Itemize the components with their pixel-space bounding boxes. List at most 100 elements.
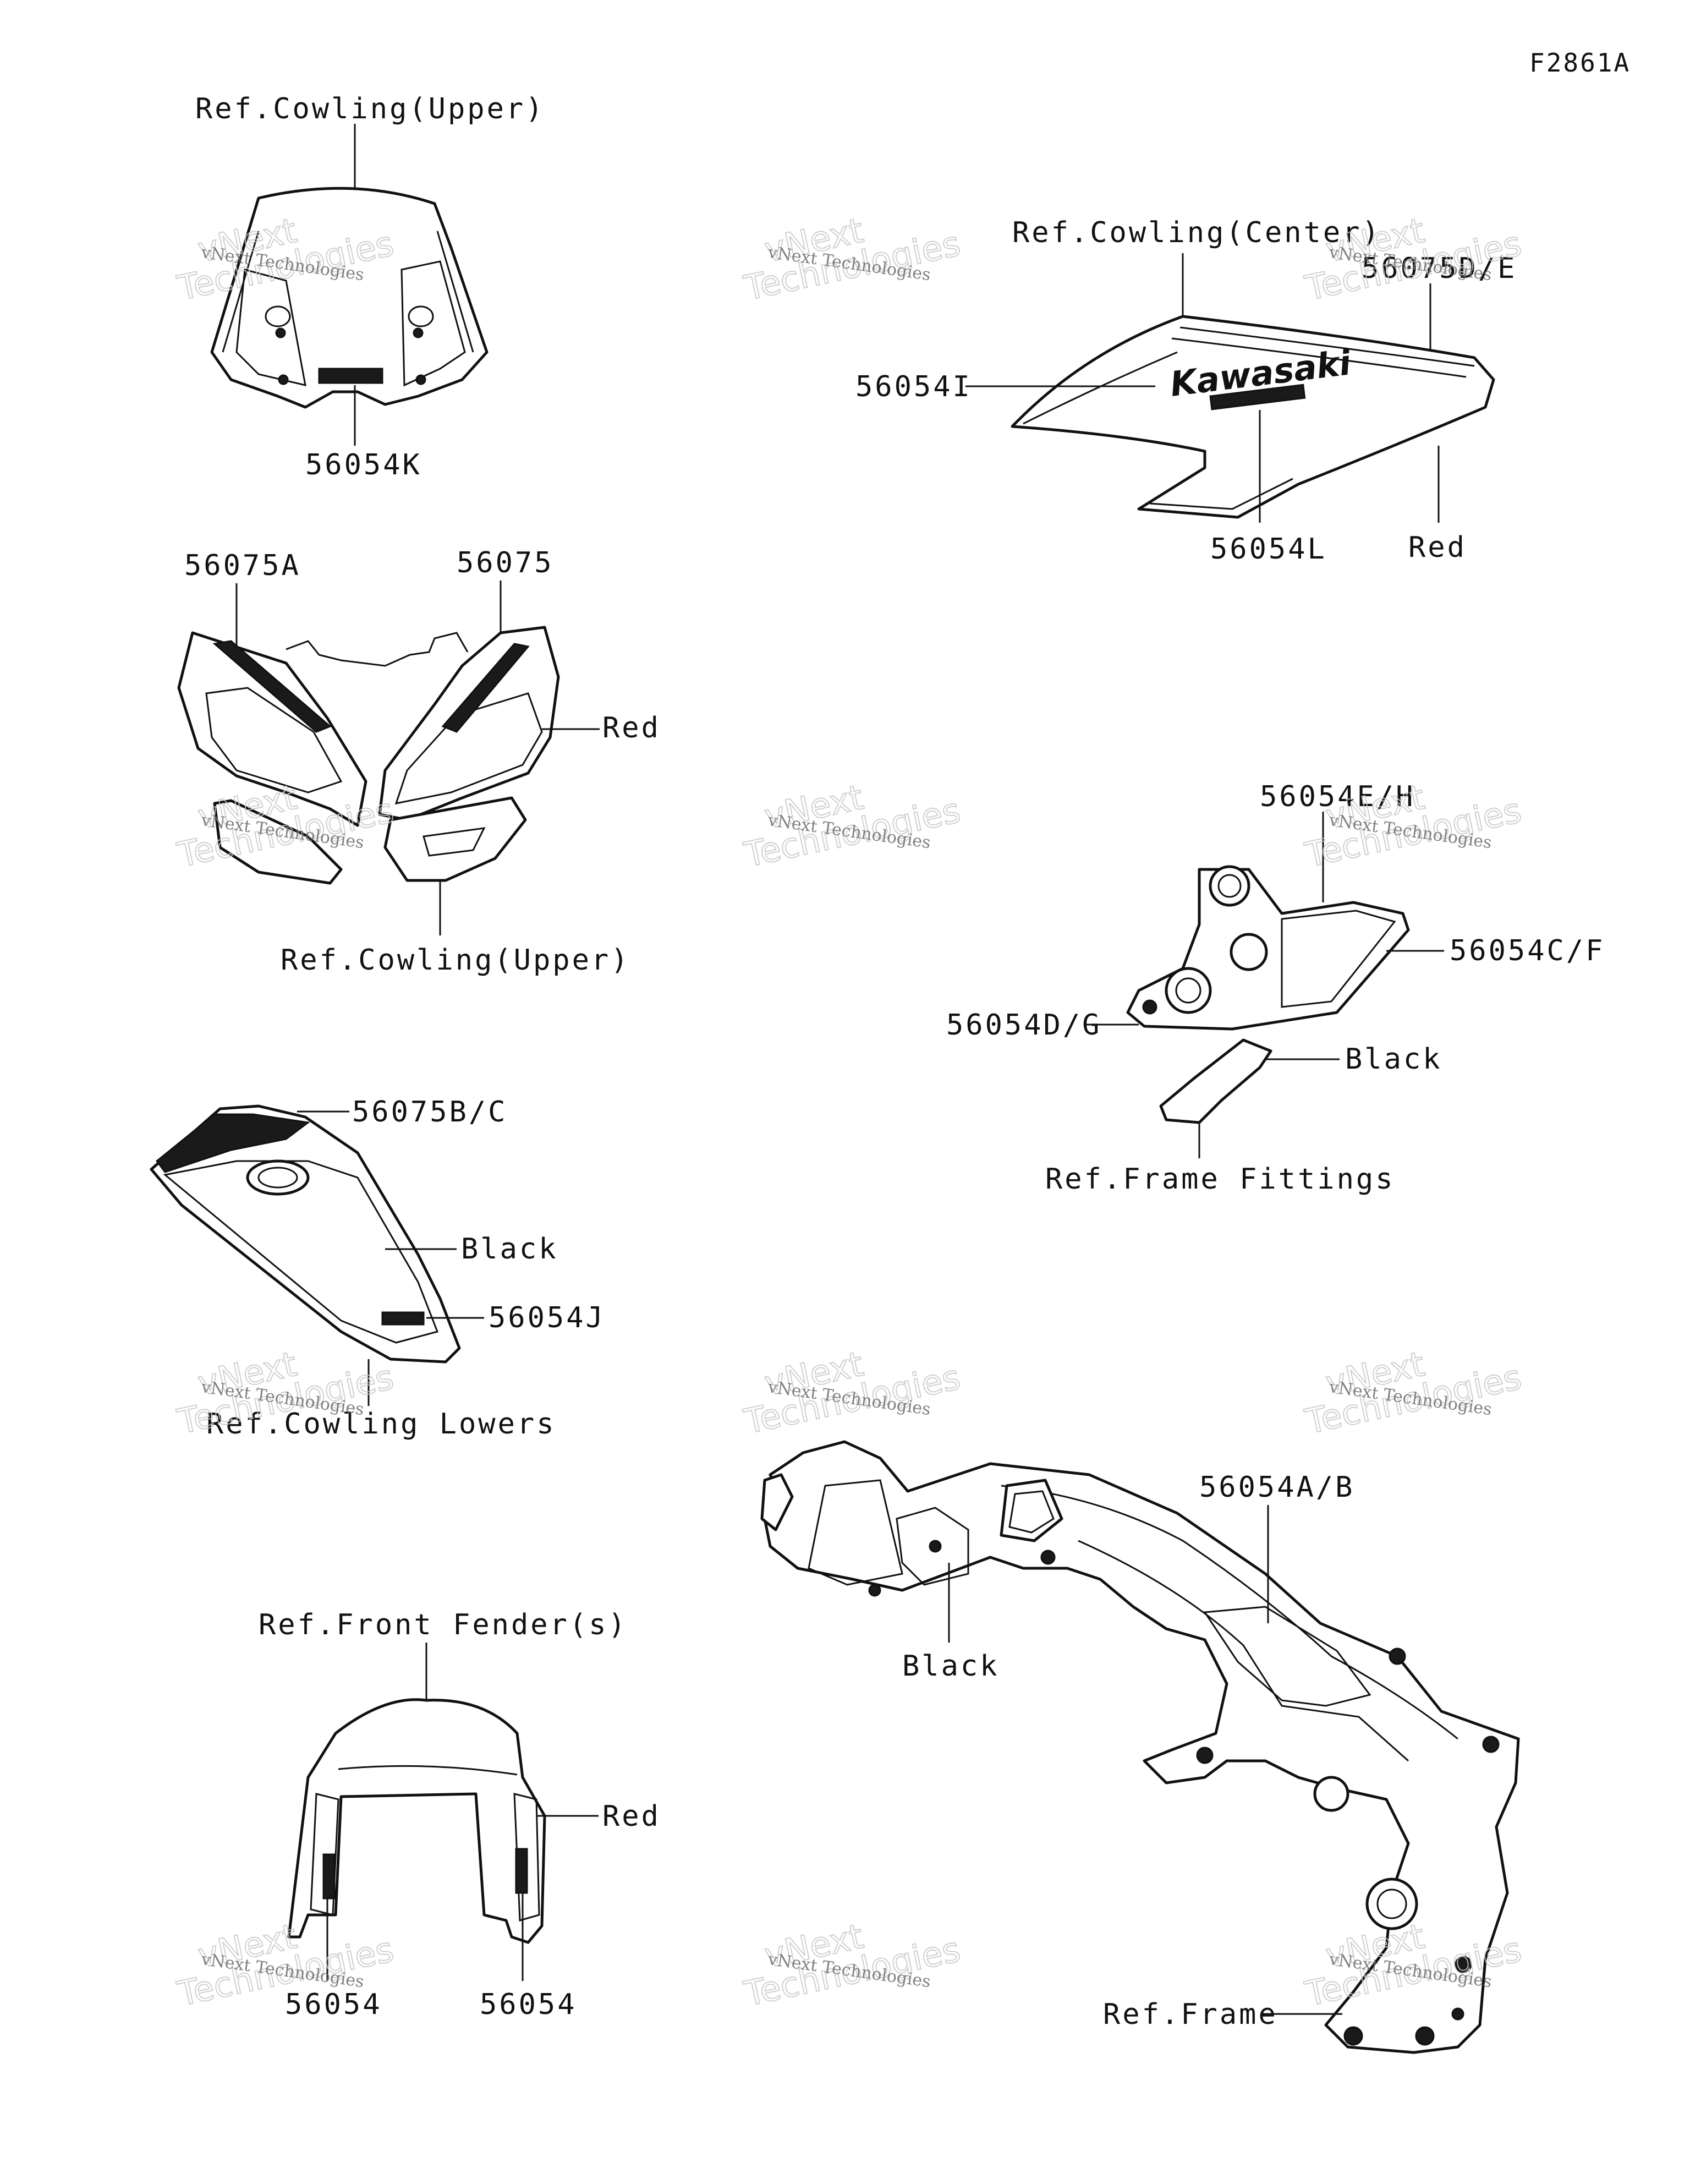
windscreen-bolt-3 bbox=[413, 327, 424, 338]
cowling-lower-inner-edge bbox=[163, 1160, 439, 1344]
label-ref-cowling-upper-bottom: Ref.Cowling(Upper) bbox=[281, 944, 630, 977]
label-ref-cowling-center: Ref.Cowling(Center) bbox=[1012, 216, 1381, 249]
watermark-5: vNext Technologies bbox=[740, 776, 964, 875]
label-ref-frame: Ref.Frame bbox=[1103, 1998, 1278, 2031]
frame-head-box bbox=[808, 1479, 903, 1586]
frame-fitting-lower-bracket bbox=[1159, 1038, 1272, 1124]
cowling-center-stripe-1 bbox=[1179, 326, 1475, 367]
frame-hole-9 bbox=[868, 1584, 881, 1597]
frame-lower-rail bbox=[1078, 1540, 1409, 1762]
watermark-11: vNext Technologies bbox=[740, 1915, 964, 2015]
label-ref-front-fenders: Ref.Front Fender(s) bbox=[259, 1608, 628, 1641]
label-ref-frame-fittings: Ref.Frame Fittings bbox=[1045, 1163, 1395, 1196]
front-fender-left-blade bbox=[310, 1793, 339, 1916]
cowling-center-lower-edge bbox=[1149, 478, 1293, 510]
label-56054-right: 56054 bbox=[480, 1988, 577, 2021]
upper-cowl-right-shell bbox=[378, 626, 560, 822]
label-56054E-H: 56054E/H bbox=[1260, 780, 1415, 813]
front-fender-part bbox=[287, 1698, 546, 1944]
label-black-frame: Black bbox=[902, 1650, 1000, 1683]
decal-56054A-B bbox=[1203, 1606, 1371, 1707]
cowling-lower-part bbox=[150, 1104, 461, 1364]
frame-tab-left bbox=[760, 1473, 794, 1531]
label-56054L: 56054L bbox=[1210, 533, 1327, 566]
label-56075: 56075 bbox=[457, 546, 554, 579]
fitting-hole-1-inner bbox=[1217, 874, 1242, 898]
windscreen-inner-right bbox=[400, 260, 466, 387]
frame-hole-3 bbox=[1389, 1647, 1406, 1665]
frame-group: 56054A/B Black Ref.Frame bbox=[760, 1440, 1520, 2054]
label-black-lower: Black bbox=[461, 1233, 558, 1266]
label-56054D-G: 56054D/G bbox=[946, 1009, 1101, 1042]
frame-vent bbox=[1000, 1479, 1063, 1542]
upper-cowl-left-window bbox=[205, 687, 343, 793]
decal-56075A bbox=[212, 640, 332, 733]
windscreen-bolt-4 bbox=[415, 374, 426, 385]
windscreen-group: Ref.Cowling(Upper) 56054K bbox=[195, 92, 545, 481]
upper-cowl-top-bracket bbox=[286, 632, 469, 667]
frame-fitting-plate bbox=[1126, 868, 1410, 1031]
label-56075A: 56075A bbox=[184, 549, 301, 582]
frame-pivot-hole bbox=[1365, 1878, 1418, 1930]
frame-vent-inner bbox=[1008, 1490, 1055, 1534]
decal-56054-left bbox=[322, 1853, 336, 1900]
cowling-center-group: Ref.Cowling(Center) 56075D/E Kawasaki 56… bbox=[855, 216, 1517, 566]
label-56054I: 56054I bbox=[855, 370, 972, 403]
label-56054J: 56054J bbox=[489, 1301, 605, 1334]
fitting-bolt bbox=[1142, 999, 1157, 1015]
cowling-lower-vent-inner bbox=[257, 1167, 298, 1189]
decal-56054J bbox=[381, 1311, 425, 1326]
windscreen-hole-left bbox=[265, 305, 291, 327]
label-56054C-F: 56054C/F bbox=[1450, 934, 1605, 967]
upper-cowl-left-lower bbox=[213, 799, 343, 885]
cowling-center-sub-decal bbox=[1209, 384, 1306, 410]
fitting-hole-3-inner bbox=[1175, 977, 1201, 1004]
decal-56075 bbox=[441, 643, 530, 733]
frame-hole-1 bbox=[1313, 1776, 1349, 1812]
windscreen-edge-left bbox=[222, 231, 260, 353]
fitting-hole-2 bbox=[1230, 933, 1268, 971]
upper-cowl-right-slot bbox=[422, 827, 486, 857]
frame-fittings-group: 56054E/H 56054C/F 56054D/G Black Ref.Fra… bbox=[946, 780, 1605, 1196]
frame-hole-5 bbox=[1455, 1956, 1472, 1973]
upper-cowl-right-lower bbox=[383, 796, 527, 882]
frame-hole-6 bbox=[1415, 2026, 1435, 2046]
decal-56054-right bbox=[515, 1848, 528, 1894]
label-56054-left: 56054 bbox=[285, 1988, 382, 2021]
front-fender-rim bbox=[338, 1765, 518, 1776]
windscreen-bolt-1 bbox=[275, 327, 286, 338]
fitting-hole-1 bbox=[1209, 865, 1250, 907]
watermark-9: vNext Technologies bbox=[1301, 1343, 1526, 1442]
windscreen-hole-right bbox=[408, 305, 434, 327]
label-56054A-B: 56054A/B bbox=[1199, 1471, 1354, 1504]
upper-cowling-front-group: 56075A 56075 Red Ref.Cowling(Upper) bbox=[177, 546, 661, 977]
watermark-8: vNext Technologies bbox=[740, 1343, 964, 1442]
watermark-6: vNext Technologies bbox=[1301, 776, 1526, 875]
cowling-lower-group: 56075B/C Black 56054J Ref.Cowling Lowers bbox=[150, 1096, 605, 1441]
label-red-center: Red bbox=[1408, 531, 1467, 564]
upper-cowl-left-shell bbox=[177, 631, 367, 827]
windscreen-bolt-2 bbox=[278, 374, 289, 385]
frame-hole-4 bbox=[1482, 1736, 1500, 1753]
label-red-fender: Red bbox=[602, 1800, 661, 1833]
label-red-upper: Red bbox=[602, 711, 661, 745]
label-black-fitting: Black bbox=[1345, 1043, 1442, 1076]
cowling-lower-vent bbox=[246, 1159, 310, 1196]
label-ref-cowling-upper-top: Ref.Cowling(Upper) bbox=[195, 92, 545, 125]
figure-code: F2861A bbox=[1529, 48, 1631, 78]
decal-56075B-C bbox=[155, 1113, 310, 1173]
cowling-center-stripe-2 bbox=[1171, 337, 1467, 378]
label-56075D-E: 56075D/E bbox=[1362, 252, 1517, 285]
front-fender-group: Ref.Front Fender(s) Red 56054 56054 bbox=[259, 1608, 661, 2021]
frame-hole-10 bbox=[929, 1540, 942, 1553]
label-56054K: 56054K bbox=[305, 448, 422, 481]
frame-pivot-hole-inner bbox=[1376, 1889, 1407, 1919]
label-56075B-C: 56075B/C bbox=[352, 1096, 507, 1129]
frame-gusset bbox=[896, 1507, 969, 1586]
frame-fitting-decal-outline bbox=[1281, 910, 1396, 1008]
frame-hole-11 bbox=[1451, 2007, 1464, 2021]
windscreen-edge-right bbox=[436, 231, 474, 353]
frame-hole-2 bbox=[1196, 1747, 1214, 1764]
